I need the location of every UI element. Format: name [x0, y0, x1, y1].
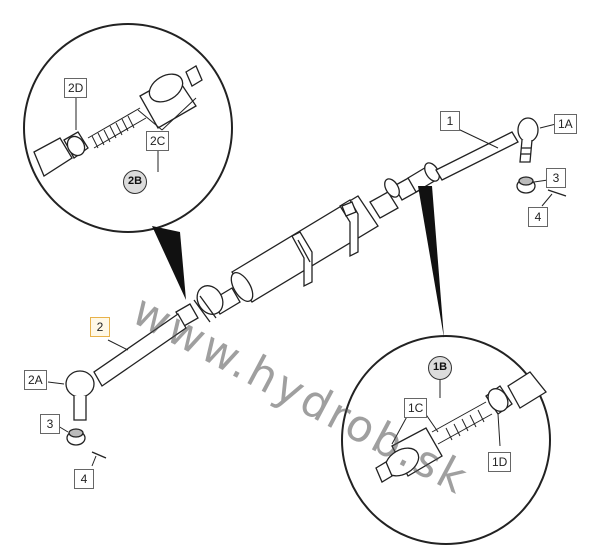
callout-3-right[interactable]: 3 — [546, 168, 566, 188]
callout-3-left[interactable]: 3 — [40, 414, 60, 434]
right-tie-rod — [435, 117, 539, 181]
callout-1b[interactable]: 1B — [428, 356, 452, 380]
callout-1a[interactable]: 1A — [554, 114, 577, 134]
steering-cylinder — [230, 162, 440, 303]
callout-2c[interactable]: 2C — [146, 131, 170, 151]
callout-2d[interactable]: 2D — [64, 78, 88, 98]
right-split-pin — [547, 189, 567, 197]
left-castle-nut — [66, 428, 86, 446]
detail-circle-1 — [341, 186, 551, 545]
right-castle-nut — [516, 176, 536, 194]
detail-circle-2 — [23, 23, 233, 300]
callout-4-right[interactable]: 4 — [528, 207, 548, 227]
callout-1c[interactable]: 1C — [404, 398, 428, 418]
callout-2b[interactable]: 2B — [123, 170, 147, 194]
left-split-pin — [91, 451, 107, 459]
callout-1d[interactable]: 1D — [488, 452, 512, 472]
callout-2a[interactable]: 2A — [24, 370, 47, 390]
callout-4-left[interactable]: 4 — [74, 469, 94, 489]
callout-2[interactable]: 2 — [90, 317, 110, 337]
callout-1[interactable]: 1 — [440, 111, 460, 131]
left-tie-rod — [65, 285, 241, 421]
